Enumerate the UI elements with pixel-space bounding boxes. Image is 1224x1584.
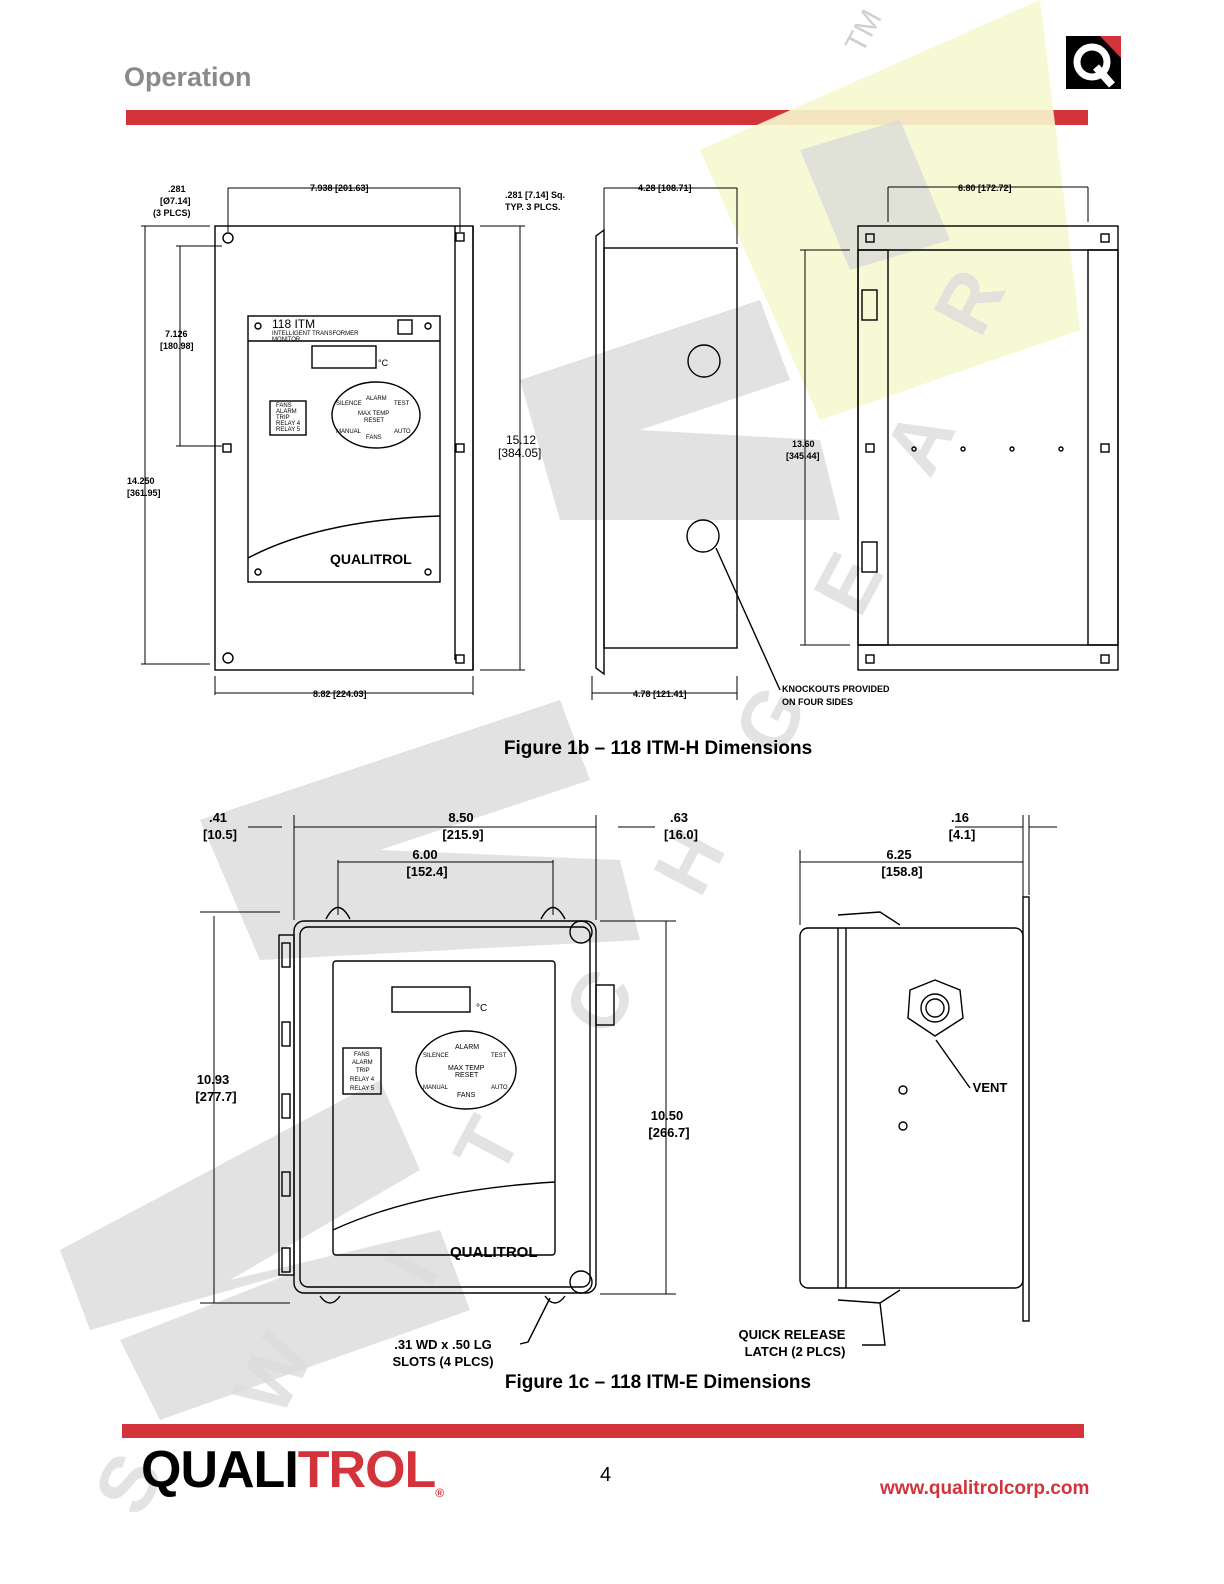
dim-total-h: 15.12 <box>506 433 536 447</box>
dim-height-mm: [277.7] <box>195 1089 236 1104</box>
led-label: FANS <box>276 403 292 409</box>
key-alarm: ALARM <box>455 1044 479 1051</box>
dim-left-offset: .41 <box>209 810 227 825</box>
dim-inner-height: 10.50 <box>651 1108 684 1123</box>
dim-back-width: 6.80 [172.72] <box>958 183 1012 193</box>
led-label: TRIP <box>356 1068 370 1074</box>
dim-back-h-mm: [345.44] <box>786 451 820 461</box>
dim-slot-spacing: 6.00 <box>412 847 437 862</box>
slots-line-1: .31 WD x .50 LG <box>394 1337 492 1352</box>
dim-back-h: 13.60 <box>792 439 815 449</box>
key-reset: RESET <box>364 418 384 424</box>
dim-v-spacing: 7.126 <box>165 329 188 339</box>
panel-model: 118 ITM <box>272 317 315 331</box>
dim-overall-h: 14.250 <box>127 476 155 486</box>
dim-width: 8.50 <box>448 810 473 825</box>
dim-depth-mm: [158.8] <box>881 864 922 879</box>
panel-brand: QUALITROL <box>450 1244 538 1261</box>
panel-unit: °C <box>378 358 389 368</box>
dim-hole: .281 <box>168 184 186 194</box>
key-auto: AUTO <box>491 1085 508 1091</box>
dim-height: 10.93 <box>197 1072 230 1087</box>
key-auto: AUTO <box>394 429 411 435</box>
footer-red-rule <box>122 1424 1084 1438</box>
latch-line-1: QUICK RELEASE <box>739 1327 846 1342</box>
latch-line-2: LATCH (2 PLCS) <box>745 1344 846 1359</box>
brand-part-2: TROL <box>297 1441 437 1499</box>
dim-flange: .16 <box>951 810 969 825</box>
dim-side-depth-total: 4.78 [121.41] <box>633 689 687 699</box>
figure-1c-caption: Figure 1c – 118 ITM-E Dimensions <box>504 1372 812 1393</box>
dim-right-offset-mm: [16.0] <box>664 827 698 842</box>
key-manual: MANUAL <box>423 1085 449 1091</box>
led-label: RELAY 5 <box>350 1086 375 1092</box>
led-label: TRIP <box>276 415 290 421</box>
led-label: RELAY 4 <box>276 421 301 427</box>
slots-line-2: SLOTS (4 PLCS) <box>392 1354 493 1369</box>
led-label: ALARM <box>352 1060 373 1066</box>
page-number: 4 <box>600 1464 612 1486</box>
dim-right-offset: .63 <box>670 810 688 825</box>
dim-overall-h-mm: [361.95] <box>127 488 161 498</box>
key-fans: FANS <box>457 1092 476 1099</box>
dim-bottom-width: 8.82 [224.03] <box>313 689 367 699</box>
led-label: FANS <box>354 1052 370 1058</box>
dim-sq-hole: .281 [7.14] Sq. <box>505 190 565 200</box>
dim-slot-spacing-mm: [152.4] <box>406 864 447 879</box>
dim-v-spacing-mm: [180.98] <box>160 341 194 351</box>
dim-flange-mm: [4.1] <box>949 827 976 842</box>
dim-depth: 6.25 <box>886 847 911 862</box>
knockouts-line-1: KNOCKOUTS PROVIDED <box>782 684 890 694</box>
brand-reg: ® <box>435 1486 444 1500</box>
footer-url[interactable]: www.qualitrolcorp.com <box>880 1478 1090 1499</box>
enclosure-outline <box>293 920 597 1294</box>
knockouts-line-2: ON FOUR SIDES <box>782 697 853 707</box>
dim-left-offset-mm: [10.5] <box>203 827 237 842</box>
key-alarm: ALARM <box>366 396 387 402</box>
key-max-temp: MAX TEMP <box>448 1065 485 1072</box>
panel-model-sub-2: MONITOR <box>272 337 301 343</box>
key-silence: SILENCE <box>336 401 362 407</box>
key-manual: MANUAL <box>336 429 362 435</box>
footer-brand-logo: QUALITROL® <box>141 1440 444 1500</box>
panel-brand: QUALITROL <box>330 551 412 567</box>
led-label: ALARM <box>276 409 297 415</box>
key-reset: RESET <box>455 1072 479 1079</box>
panel-model-sub-1: INTELLIGENT TRANSFORMER <box>272 331 359 337</box>
dim-inner-height-mm: [266.7] <box>648 1125 689 1140</box>
key-test: TEST <box>394 401 410 407</box>
panel-unit: °C <box>476 1003 487 1014</box>
key-max-temp: MAX TEMP <box>358 411 389 417</box>
page-section-title: Operation <box>124 62 252 92</box>
key-test: TEST <box>491 1053 507 1059</box>
key-silence: SILENCE <box>423 1053 449 1059</box>
panel-face <box>247 315 441 583</box>
vent-label: VENT <box>973 1080 1008 1095</box>
dim-hole-qty: (3 PLCS) <box>153 208 191 218</box>
led-label: RELAY 4 <box>350 1077 375 1083</box>
figure-1b-caption: Figure 1b – 118 ITM-H Dimensions <box>503 738 813 759</box>
dim-total-h-mm: [384.05] <box>498 446 541 460</box>
dim-top-width: 7.938 [201.63] <box>310 183 369 193</box>
dim-side-depth: 4.28 [108.71] <box>638 183 692 193</box>
dim-sq-qty: TYP. 3 PLCS. <box>505 202 560 212</box>
brand-part-1: QUALI <box>141 1441 299 1499</box>
led-label: RELAY 5 <box>276 427 301 433</box>
dim-width-mm: [215.9] <box>442 827 483 842</box>
qualitrol-q-logo <box>1066 36 1121 89</box>
key-fans: FANS <box>366 435 382 441</box>
dim-hole-mm: [Ø7.14] <box>160 196 191 206</box>
